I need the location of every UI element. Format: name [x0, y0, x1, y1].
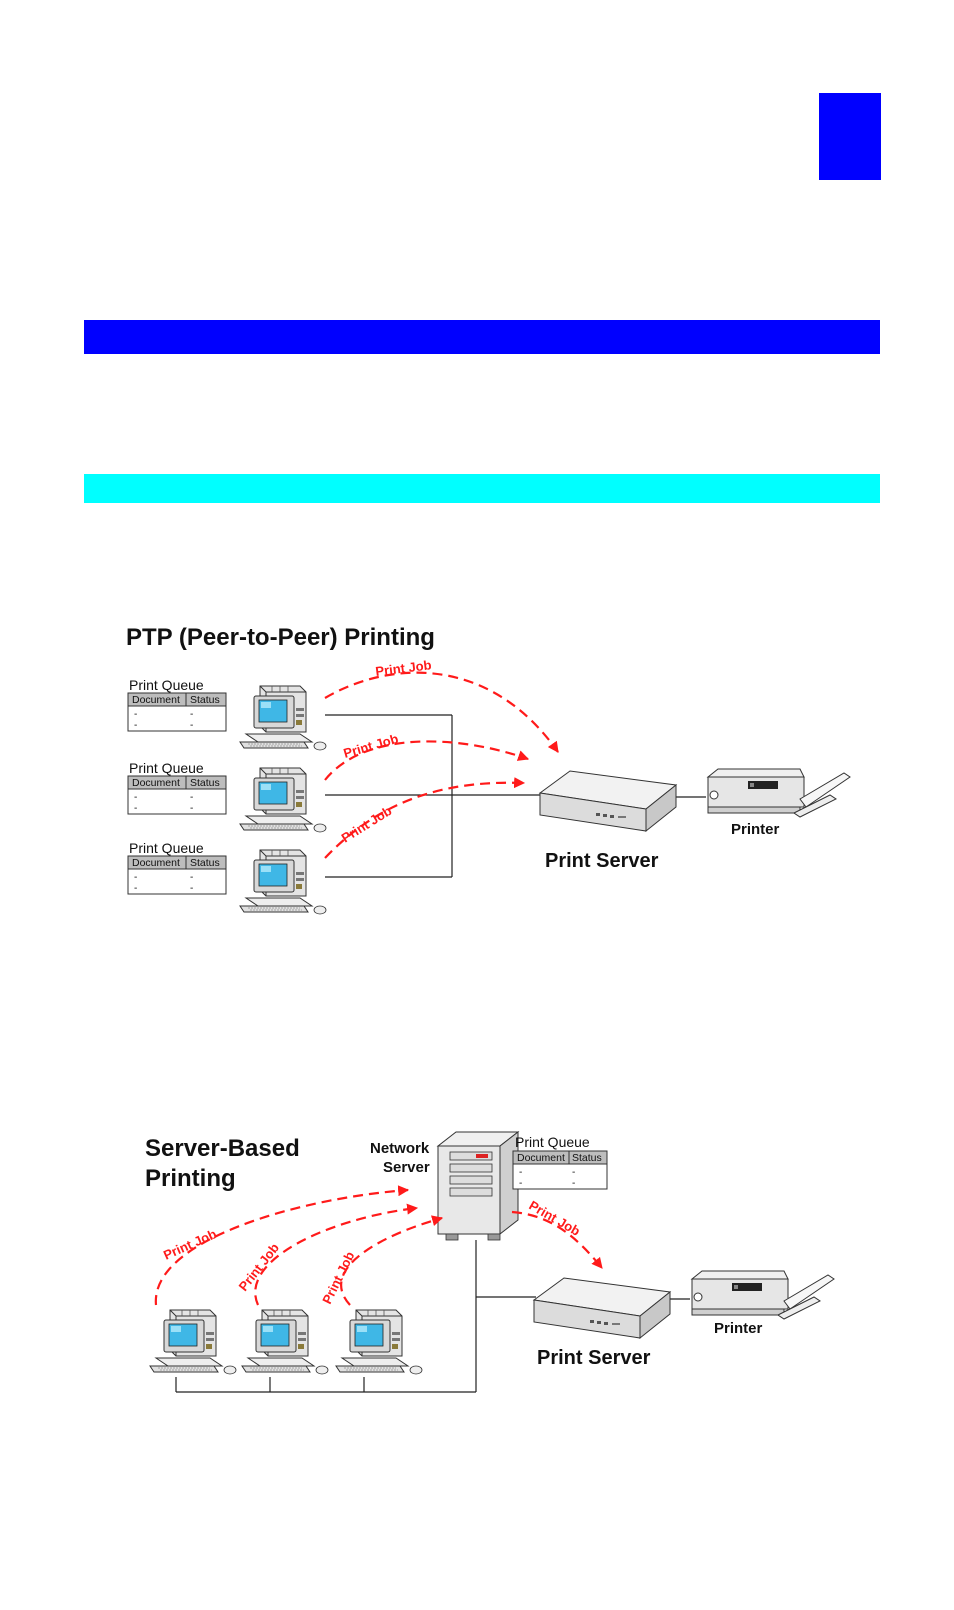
queue-title: Print Queue [515, 1134, 590, 1150]
col-document: Document [132, 694, 180, 706]
server-printer [691, 1270, 835, 1320]
ptp-queue-3: Print Queue Document Status - - - - [127, 840, 227, 895]
ptp-diagram: PTP (Peer-to-Peer) Printing Print Queue … [126, 624, 851, 915]
ptp-queue-1: Print Queue Document Status - - - - [127, 677, 227, 732]
server-network-lines [175, 1240, 690, 1393]
ptp-print-server [539, 770, 677, 832]
ptp-print-job-label-1: Print Job [375, 657, 433, 679]
queue-cell: - [190, 709, 193, 720]
col-document: Document [517, 1152, 565, 1164]
queue-cell: - [190, 872, 193, 883]
queue-cell: - [572, 1167, 575, 1178]
ptp-computer-3 [239, 849, 327, 915]
server-print-job-arrows [154, 1185, 603, 1306]
server-computer-1 [149, 1309, 237, 1375]
queue-cell: - [519, 1167, 522, 1178]
queue-cell: - [190, 720, 193, 731]
section-heading-bar [84, 474, 880, 503]
queue-title: Print Queue [129, 760, 204, 776]
server-print-server-label: Print Server [537, 1347, 651, 1369]
chapter-title-bar [84, 320, 880, 354]
queue-cell: - [519, 1178, 522, 1189]
server-print-job-label-4: Print Job [527, 1198, 583, 1239]
queue-title: Print Queue [129, 677, 204, 693]
server-print-server [533, 1277, 671, 1339]
server-print-job-label-2: Print Job [236, 1240, 283, 1294]
queue-cell: - [134, 872, 137, 883]
col-status: Status [190, 777, 220, 789]
col-status: Status [572, 1152, 602, 1164]
server-queue: Print Queue Document Status - - - - [512, 1134, 608, 1190]
queue-cell: - [134, 709, 137, 720]
queue-cell: - [134, 720, 137, 731]
queue-cell: - [134, 803, 137, 814]
server-computer-2 [241, 1309, 329, 1375]
col-status: Status [190, 694, 220, 706]
queue-title: Print Queue [129, 840, 204, 856]
ptp-title: PTP (Peer-to-Peer) Printing [126, 624, 435, 651]
ptp-print-job-label-3: Print Job [339, 803, 395, 846]
server-based-title-line2: Printing [145, 1165, 236, 1192]
ptp-printer [707, 768, 851, 818]
ptp-computer-2 [239, 767, 327, 833]
col-document: Document [132, 777, 180, 789]
network-server-tower [437, 1131, 519, 1241]
ptp-print-job-label-2: Print Job [342, 731, 400, 761]
queue-cell: - [190, 803, 193, 814]
server-printer-label: Printer [714, 1320, 763, 1337]
ptp-print-job-arrows [324, 671, 559, 859]
queue-cell: - [134, 883, 137, 894]
server-computer-3 [335, 1309, 423, 1375]
ptp-printer-label: Printer [731, 821, 780, 838]
network-server-label-line2: Server [383, 1159, 430, 1176]
queue-cell: - [134, 792, 137, 803]
server-based-title-line1: Server-Based [145, 1135, 300, 1162]
queue-cell: - [190, 792, 193, 803]
col-document: Document [132, 857, 180, 869]
chapter-tab [819, 93, 881, 180]
ptp-queue-2: Print Queue Document Status - - - - [127, 760, 227, 815]
queue-cell: - [572, 1178, 575, 1189]
network-server-label-line1: Network [370, 1140, 430, 1157]
ptp-print-server-label: Print Server [545, 850, 659, 872]
queue-cell: - [190, 883, 193, 894]
server-print-job-label-1: Print Job [161, 1226, 219, 1263]
server-based-diagram: Server-Based Printing Network Server Pri… [145, 1131, 835, 1393]
col-status: Status [190, 857, 220, 869]
server-print-job-label-3: Print Job [319, 1249, 357, 1306]
ptp-computer-1 [239, 685, 327, 751]
